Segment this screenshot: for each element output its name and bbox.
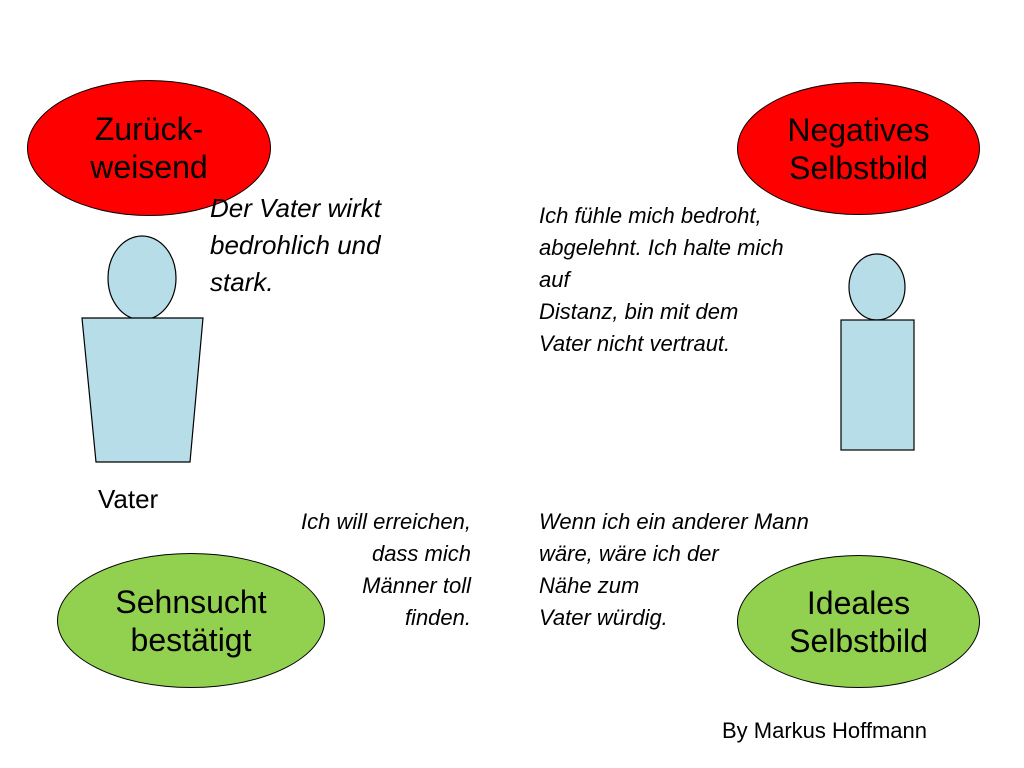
oval-rejecting-label: Zurück- weisend	[90, 111, 208, 185]
oval-longing-confirmed-label: Sehnsucht bestätigt	[115, 583, 267, 658]
text-want-to-achieve: Ich will erreichen, dass mich Männer tol…	[301, 509, 471, 630]
oval-ideal-self-image: Ideales Selbstbild	[737, 555, 980, 688]
father-body	[81, 317, 204, 463]
text-father-strong: Der Vater wirkt bedrohlich und stark.	[210, 193, 381, 297]
oval-negative-self-image: Negatives Selbstbild	[737, 82, 980, 215]
son-body	[840, 319, 915, 451]
label-father: Vater	[98, 484, 159, 514]
oval-longing-confirmed: Sehnsucht bestätigt	[57, 553, 325, 688]
oval-ideal-self-image-label: Ideales Selbstbild	[789, 584, 928, 659]
author-credit: By Markus Hoffmann	[722, 718, 928, 743]
father-head	[107, 235, 177, 321]
oval-negative-self-image-label: Negatives Selbstbild	[787, 111, 930, 186]
text-feel-threatened: Ich fühle mich bedroht, abgelehnt. Ich h…	[539, 203, 784, 356]
text-other-man: Wenn ich ein anderer Mann wäre, wäre ich…	[539, 509, 809, 630]
oval-rejecting: Zurück- weisend	[27, 80, 271, 216]
son-head	[848, 253, 906, 321]
